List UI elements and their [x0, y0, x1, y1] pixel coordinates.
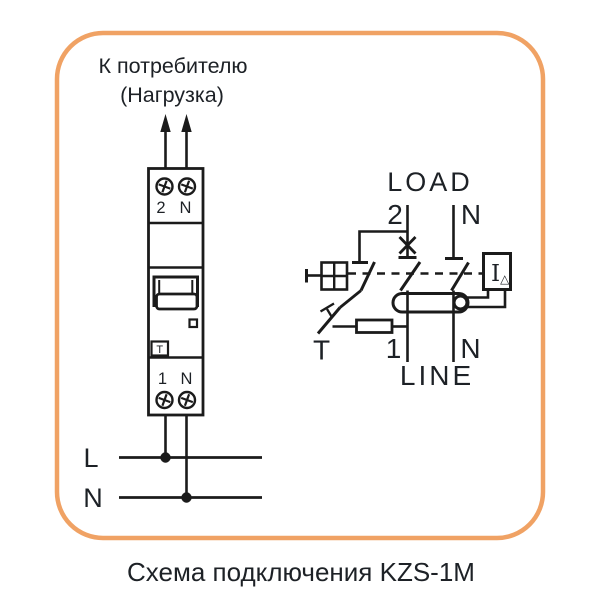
- junction-dot: [181, 492, 192, 503]
- contact-blade: [399, 261, 422, 292]
- load-parenthetical-label: (Нагрузка): [120, 83, 224, 107]
- contact-blade: [359, 261, 376, 292]
- device-top-terminal-n-label: N: [180, 199, 192, 217]
- junction-dot: [160, 452, 171, 463]
- supply-n-label: N: [83, 483, 103, 513]
- load-side-label: LOAD: [387, 167, 473, 197]
- test-button: Т: [150, 340, 170, 357]
- screw-terminal-icon: [155, 390, 174, 410]
- line-side-label: LINE: [400, 360, 474, 391]
- arrow-up-icon: [160, 114, 171, 132]
- breaker-device: 2 N Т 1 N: [147, 167, 205, 417]
- arrow-up-icon: [181, 114, 192, 132]
- device-bottom-terminal-n-label: N: [181, 370, 193, 388]
- test-switch: Т: [313, 302, 342, 366]
- consumer-label: К потребителю: [99, 54, 248, 78]
- test-button-label: Т: [156, 344, 163, 356]
- relay-box: [482, 252, 512, 291]
- device-bottom-terminal-1-label: 1: [158, 370, 167, 388]
- screw-terminal-icon: [177, 390, 197, 410]
- indicator-window-icon: [188, 318, 199, 329]
- supply-wiring: L N: [83, 415, 262, 513]
- secondary-wire: [467, 290, 490, 299]
- wire: [339, 289, 362, 309]
- supply-l-label: L: [83, 443, 98, 473]
- test-resistor: [332, 318, 408, 334]
- schematic-terminal-n-bottom-label: N: [460, 333, 480, 364]
- relay-idelta-label: I△: [491, 261, 510, 287]
- trip-coil: [305, 261, 349, 291]
- internal-schematic: LOAD 2 N I△: [305, 167, 512, 391]
- rocker-switch-icon: [152, 275, 199, 311]
- breaker-contact-x-icon: [398, 236, 417, 255]
- schematic-terminal-1-label: 1: [386, 333, 402, 364]
- output-arrow-left: [160, 114, 171, 169]
- differential-relay: I△: [482, 252, 512, 291]
- diagram-caption: Схема подключения KZS-1M: [127, 557, 475, 587]
- schematic-terminal-2-label: 2: [387, 199, 403, 230]
- output-arrow-right: [181, 114, 192, 169]
- schematic-terminal-n-top-label: N: [461, 199, 481, 230]
- secondary-wire: [466, 290, 507, 309]
- branch-wire: [358, 230, 408, 261]
- screw-terminal-icon: [155, 177, 174, 196]
- button-actuator-icon: [319, 302, 335, 313]
- secondary-winding-icon: [452, 294, 469, 311]
- schematic-test-label: Т: [313, 335, 330, 366]
- contact-blade: [450, 261, 470, 292]
- screw-terminal-icon: [177, 177, 197, 196]
- rounded-frame: [54, 30, 546, 541]
- test-blade: [316, 306, 342, 335]
- button-actuator-icon: [326, 308, 333, 318]
- device-top-terminal-2-label: 2: [156, 199, 165, 217]
- resistor-icon: [355, 318, 394, 334]
